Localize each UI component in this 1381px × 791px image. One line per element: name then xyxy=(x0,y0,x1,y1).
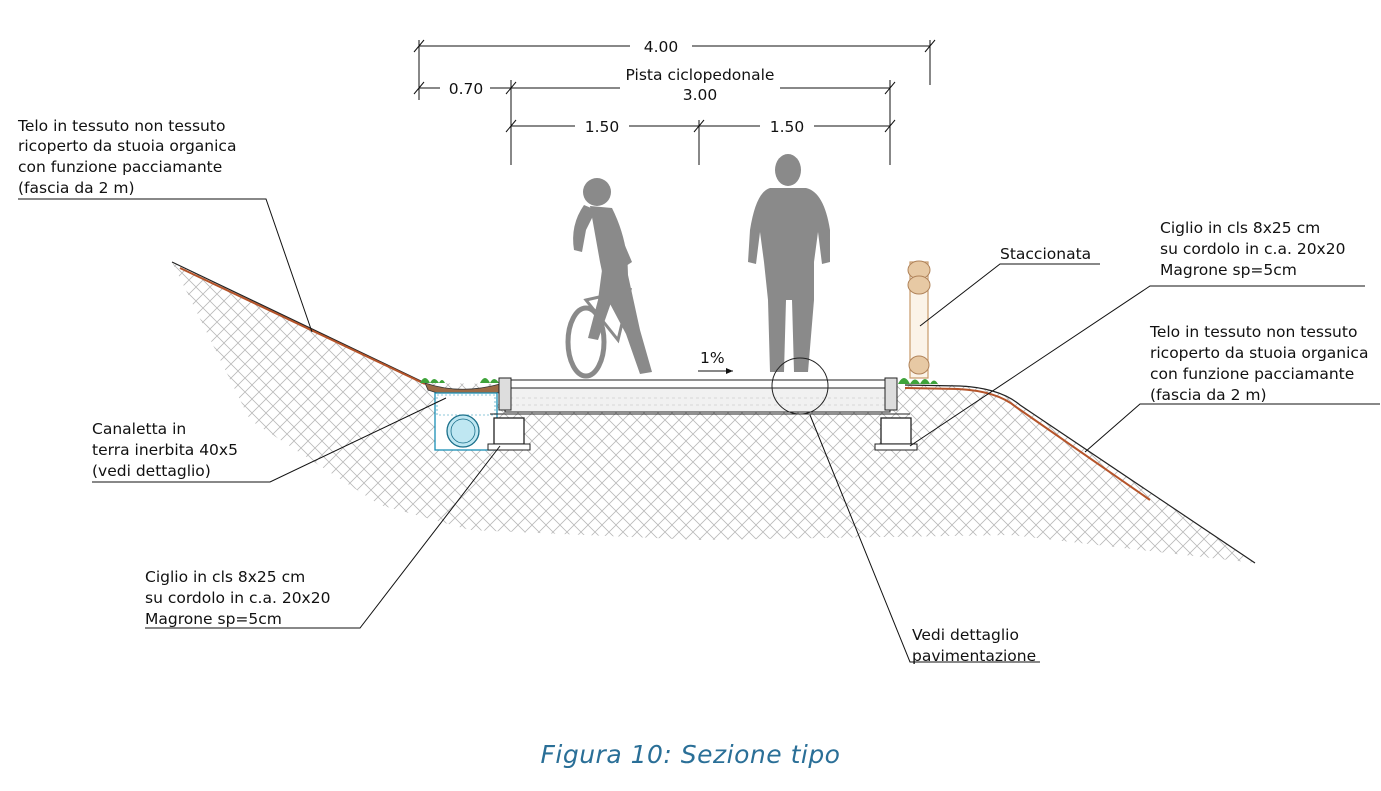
dim-bg-half-l xyxy=(575,116,629,136)
dim-total: 4.00 xyxy=(644,38,679,56)
cordolo-right xyxy=(880,417,912,445)
dim-ditch: 0.70 xyxy=(449,80,484,98)
label-telo-right: Telo in tessuto non tessuto ricoperto da… xyxy=(1149,323,1373,404)
label-ciglio-right: Ciglio in cls 8x25 cm su cordolo in c.a.… xyxy=(1160,219,1350,279)
label-canaletta: Canaletta in terra inerbita 40x5 (vedi d… xyxy=(92,420,243,480)
grass-left-1 xyxy=(420,378,445,383)
pavement-body xyxy=(504,387,891,413)
drain-pipe xyxy=(446,414,480,448)
magrone-left xyxy=(487,443,531,451)
dim-path-width: 3.00 xyxy=(683,86,718,104)
curb-right xyxy=(884,377,898,411)
pavement-detail xyxy=(510,397,885,406)
slope-arrow-head xyxy=(726,368,733,374)
label-telo-left: Telo in tessuto non tessuto ricoperto da… xyxy=(17,117,241,197)
label-staccionata: Staccionata xyxy=(1000,245,1091,263)
dim-bg-half-r xyxy=(760,116,814,136)
fence-rail-2 xyxy=(907,275,931,295)
dim-bg-ditch xyxy=(440,78,490,98)
leader-lines xyxy=(18,198,1380,663)
slope-label: 1% xyxy=(700,349,725,367)
grass-left-2 xyxy=(480,378,505,383)
pedestrian-silhouette xyxy=(748,154,830,372)
dim-bg-total xyxy=(630,36,692,56)
pavement-top xyxy=(504,379,891,389)
fence-rail-3 xyxy=(908,355,930,375)
cordolo-left xyxy=(493,417,525,445)
curb-left xyxy=(498,377,512,411)
label-ciglio-left: Ciglio in cls 8x25 cm su cordolo in c.a.… xyxy=(145,568,335,628)
grass-right xyxy=(898,378,938,384)
figure-caption: Figura 10: Sezione tipo xyxy=(540,740,841,769)
telo-left-line xyxy=(179,267,426,385)
ditch-gravel xyxy=(436,394,496,416)
ground-line-right xyxy=(904,384,1256,564)
magrone-right xyxy=(874,443,918,451)
ground-line-left xyxy=(171,261,426,384)
dim-path-label: Pista ciclopedonale xyxy=(626,66,775,84)
dim-half-right: 1.50 xyxy=(770,118,805,136)
drain-pipe-inner xyxy=(450,418,476,444)
dim-bg-path xyxy=(620,64,780,104)
label-vedi-pavimentazione: Vedi dettaglio pavimentazione xyxy=(912,626,1036,665)
detail-circle xyxy=(771,357,829,415)
telo-right-line xyxy=(904,387,1151,501)
cyclist-silhouette xyxy=(565,178,652,379)
dim-half-left: 1.50 xyxy=(585,118,620,136)
